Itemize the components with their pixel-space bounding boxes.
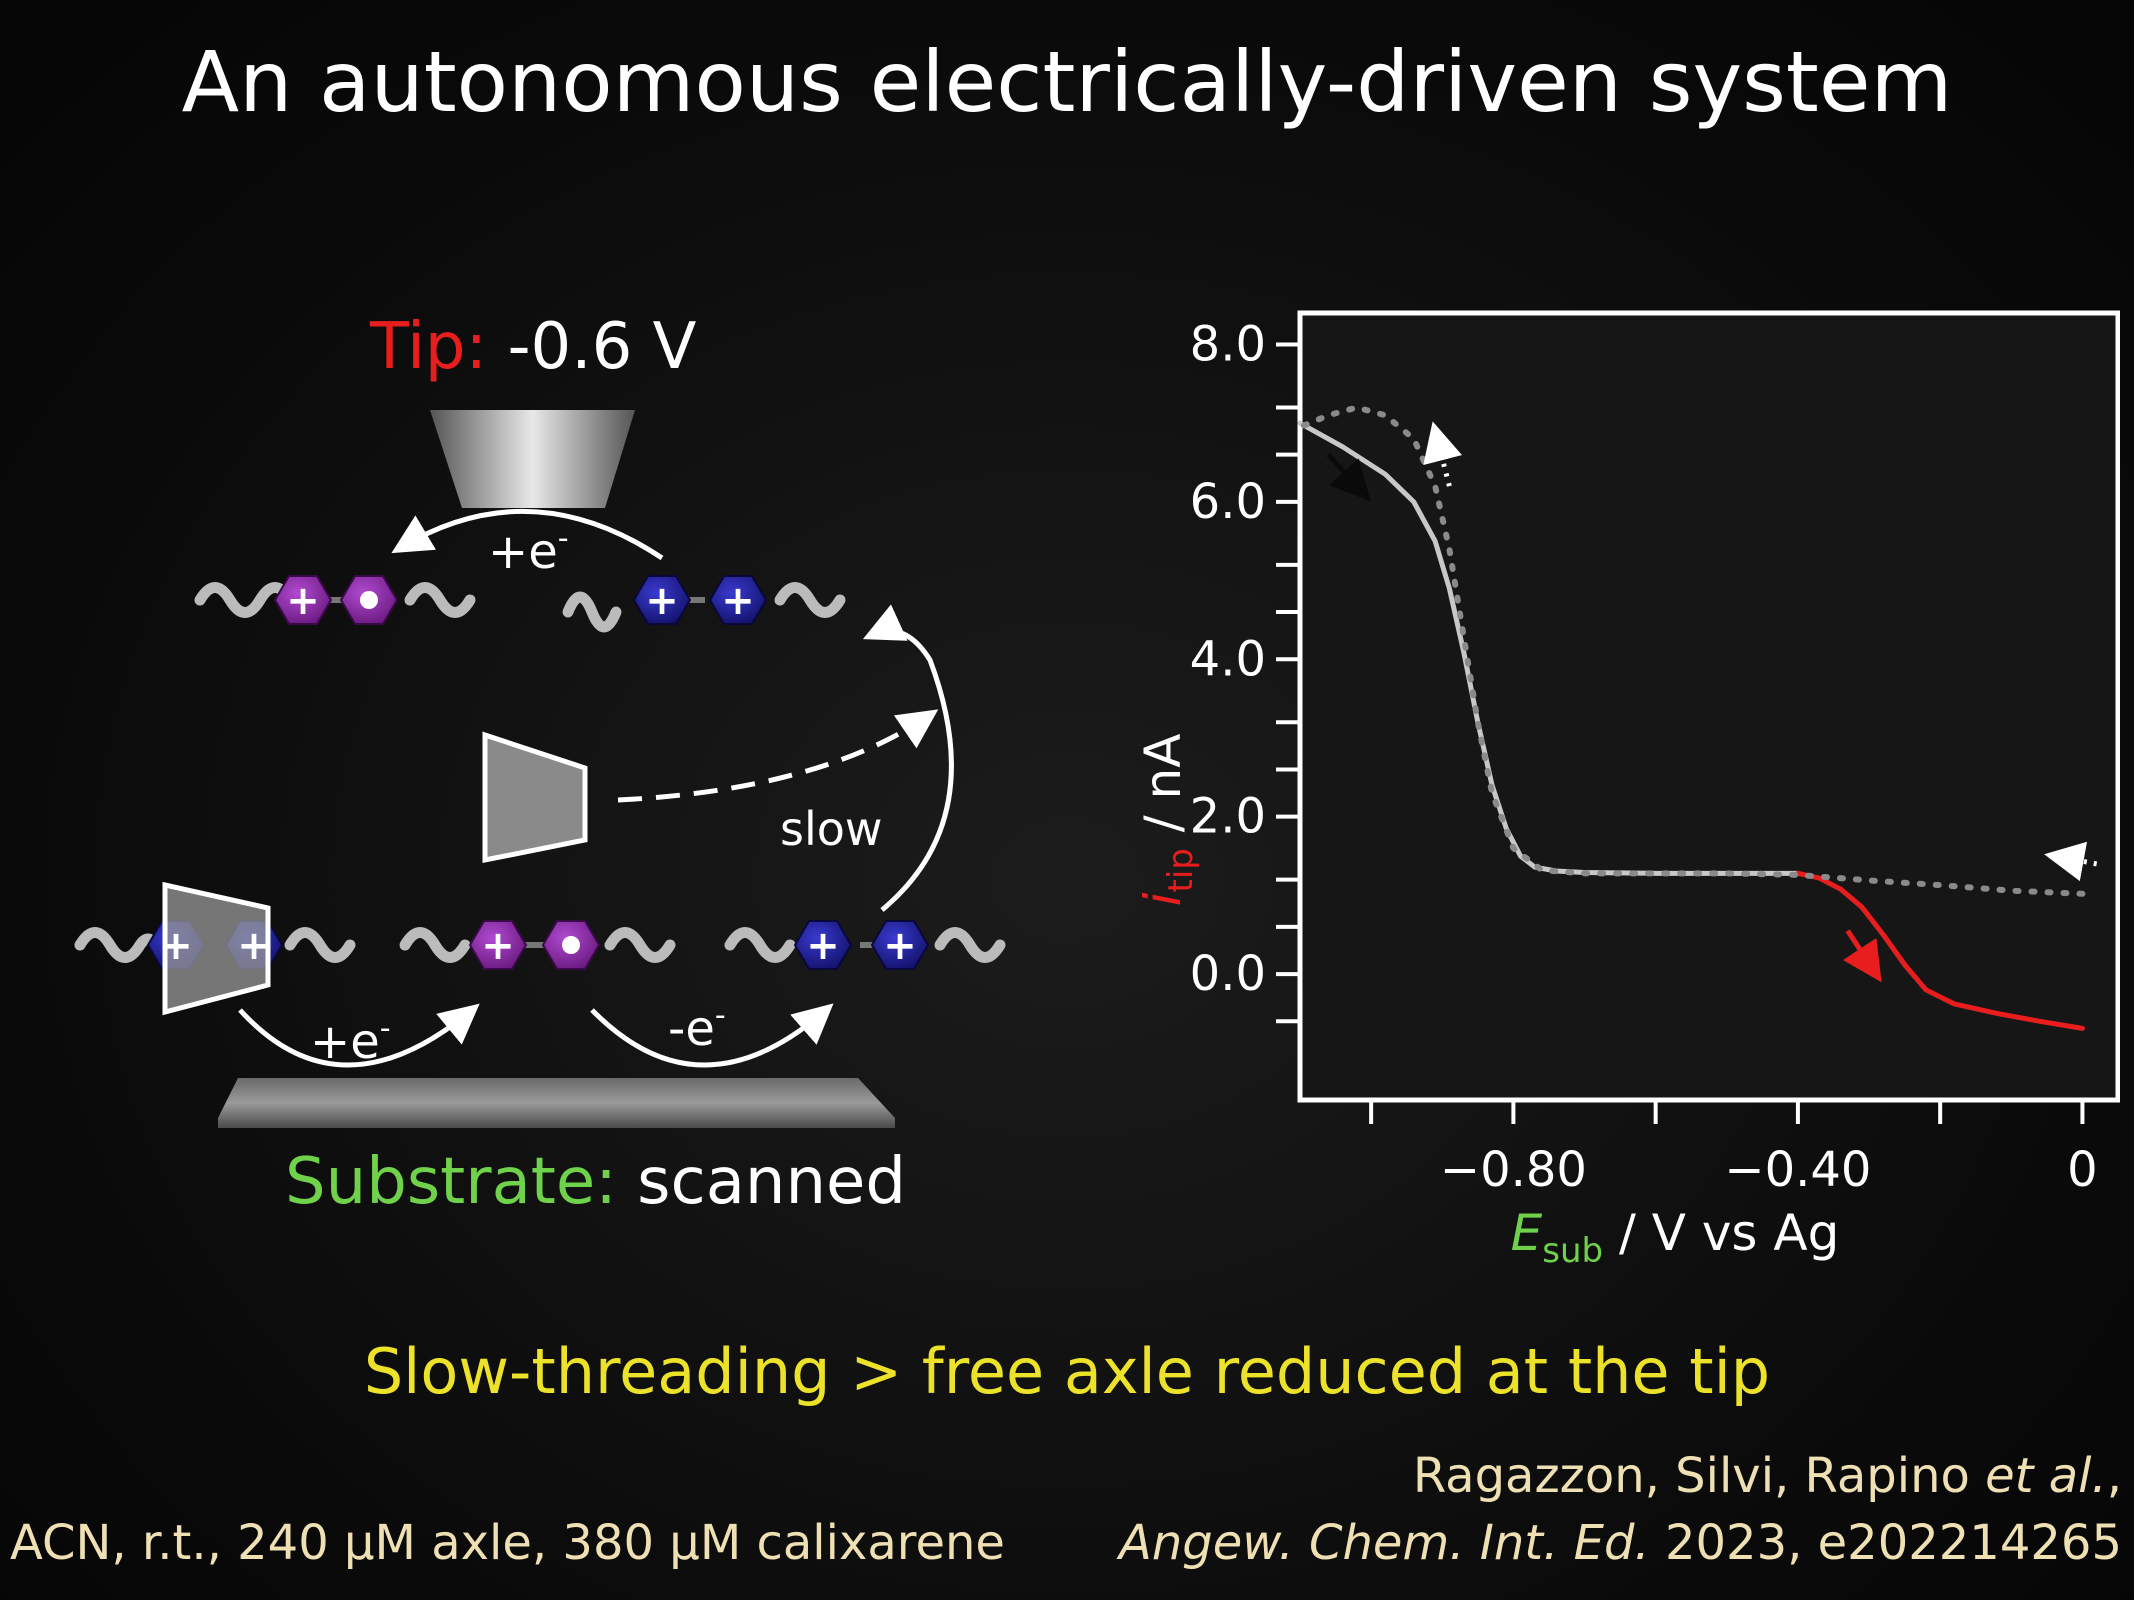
reference-journal: Angew. Chem. Int. Ed. xyxy=(1119,1515,1650,1571)
y-axis: 0.0 2.0 4.0 6.0 8.0 xyxy=(1190,316,1300,1024)
conclusion-text: Slow-threading > free axle reduced at th… xyxy=(363,1335,1771,1408)
experimental-conditions: ACN, r.t., 240 µM axle, 380 µM calixaren… xyxy=(10,1515,1005,1571)
substrate-oxidation-arrow xyxy=(590,1003,834,1068)
tip-label: Tip: xyxy=(370,310,488,384)
tip-electrode xyxy=(430,410,635,508)
plus-symbol: + xyxy=(237,923,271,969)
purple-ring xyxy=(273,575,333,625)
substrate-label: Substrate: scanned xyxy=(285,1145,906,1219)
axle-reduced-top: + xyxy=(194,575,476,625)
annotation-arrow-dark xyxy=(1326,452,1371,502)
y-tick-label: 4.0 xyxy=(1190,631,1266,687)
substrate-electrode xyxy=(218,1078,895,1128)
slow-label: slow xyxy=(780,802,883,856)
plot-frame xyxy=(1297,310,2120,1103)
substrate-value: scanned xyxy=(637,1145,907,1219)
tip-reduction-arrow xyxy=(391,508,664,561)
tip-potential-label: Tip: -0.6 V xyxy=(370,310,696,384)
blue-ring xyxy=(708,575,768,625)
plot-series xyxy=(1297,404,2086,1031)
y-tick-label: 2.0 xyxy=(1190,789,1266,845)
axle-reduced-bottom: + xyxy=(399,920,676,970)
tip-reaction-label: +e- xyxy=(488,521,569,580)
slow-threading-arrow xyxy=(617,709,939,803)
plot-annotations xyxy=(1326,421,2098,983)
plus-symbol: + xyxy=(721,578,755,624)
y-tick-label: 8.0 xyxy=(1190,316,1266,372)
x-tick-label: 0 xyxy=(2067,1142,2098,1198)
mechanism-scheme: + + + +e- slow + + + xyxy=(74,410,1006,1128)
series-line-dotted-grey xyxy=(1297,404,2086,897)
calixarene-threaded xyxy=(162,881,271,1016)
x-tick-label: −0.40 xyxy=(1724,1142,1871,1198)
x-axis: −0.80 −0.40 0 xyxy=(1369,1100,2098,1198)
pseudorotaxane: + + xyxy=(74,881,356,1016)
calixarene-free xyxy=(482,731,588,864)
reference-year: 2023, e202214265 xyxy=(1649,1515,2122,1571)
plus-symbol: + xyxy=(806,923,840,969)
substrate-reduction-label: +e- xyxy=(310,1011,391,1070)
axle-oxidized-top: + + xyxy=(562,575,846,633)
blue-ring xyxy=(870,920,930,970)
annotation-arrow-solid-red xyxy=(1842,929,1882,983)
y-axis-label: itip / nA xyxy=(1134,734,1201,907)
plus-symbol: + xyxy=(883,923,917,969)
reference-authors: Ragazzon, Silvi, Rapino et al., xyxy=(1412,1448,2122,1504)
diffusion-arrow xyxy=(862,604,954,912)
radical-dot xyxy=(360,591,378,609)
x-axis-label: Esub / V vs Ag xyxy=(1511,1204,1840,1271)
series-line-solid-red xyxy=(1795,870,2085,1031)
substrate-oxidation-label: -e- xyxy=(668,998,726,1057)
plus-symbol: + xyxy=(645,578,679,624)
y-tick-label: 0.0 xyxy=(1190,946,1266,1002)
tip-value: -0.6 V xyxy=(507,310,697,384)
y-tick-label: 6.0 xyxy=(1190,474,1266,530)
plus-symbol: + xyxy=(159,923,193,969)
x-tick-label: −0.80 xyxy=(1440,1142,1587,1198)
annotation-arrow-dotted-white xyxy=(2044,841,2098,882)
slide-title: An autonomous electrically-driven system xyxy=(181,33,1953,131)
voltammogram-chart: −0.80 −0.40 0 0.0 2.0 4.0 6.0 8.0 Esub / V vs … xyxy=(1134,310,2120,1271)
radical-dot xyxy=(562,936,580,954)
blue-ring xyxy=(632,575,692,625)
blue-ring xyxy=(793,920,853,970)
purple-ring xyxy=(468,920,528,970)
substrate-reduction-arrow xyxy=(238,1003,480,1068)
reference-citation: Angew. Chem. Int. Ed. 2023, e202214265 xyxy=(1119,1515,2122,1571)
plus-symbol: + xyxy=(286,578,320,624)
substrate-label-name: Substrate: xyxy=(285,1145,617,1219)
axle-oxidized-bottom: + + xyxy=(724,920,1006,970)
plus-symbol: + xyxy=(481,923,515,969)
